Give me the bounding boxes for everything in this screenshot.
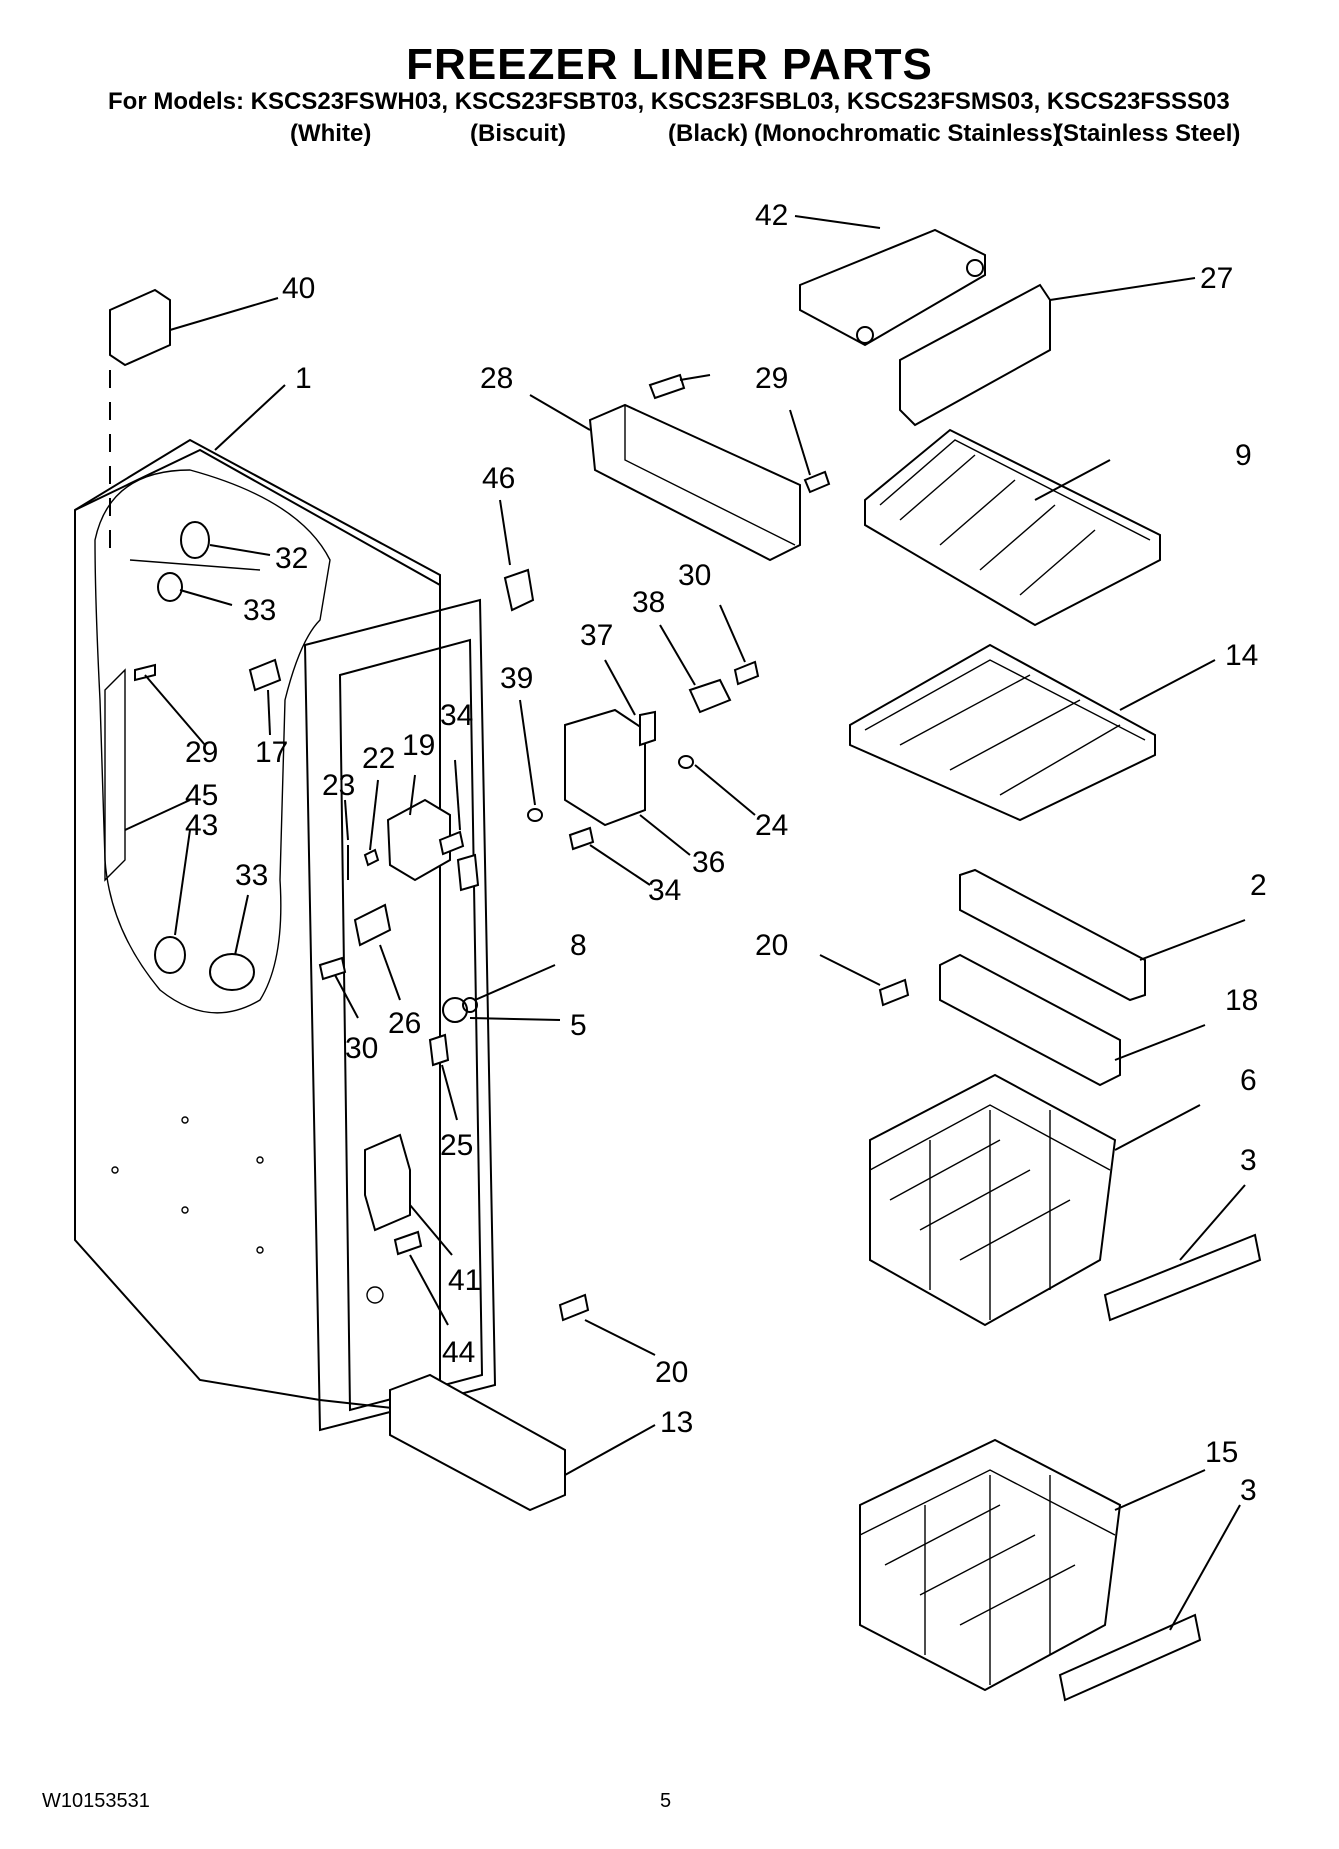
callout-13: 13 [660, 1406, 693, 1439]
callout-29-upper: 29 [755, 362, 788, 395]
callout-34-upper: 34 [440, 699, 473, 732]
callout-30-left: 30 [345, 1032, 378, 1065]
shelves-and-drawers [849, 428, 1262, 1702]
callout-18: 18 [1225, 984, 1258, 1017]
callout-34-lower: 34 [648, 874, 681, 907]
color-name-white: (White) [290, 120, 372, 147]
models-line: For Models: KSCS23FSWH03, KSCS23FSBT03, … [108, 88, 1230, 115]
freezer-liner-cabinet [74, 438, 497, 1432]
callout-3-lower: 3 [1240, 1474, 1257, 1507]
color-name-monochromatic-stainless: (Monochromatic Stainless) [754, 120, 1061, 147]
callout-3-upper: 3 [1240, 1144, 1257, 1177]
callout-6: 6 [1240, 1064, 1257, 1097]
callout-1: 1 [295, 362, 312, 395]
callout-2: 2 [1250, 869, 1267, 902]
callout-44: 44 [442, 1336, 475, 1369]
callout-29-left: 29 [185, 736, 218, 769]
callout-labels: 42 40 27 1 28 29 9 46 32 33 30 38 37 14 … [185, 199, 1267, 1507]
callout-26: 26 [388, 1007, 421, 1040]
callout-36: 36 [692, 846, 725, 879]
callout-39: 39 [500, 662, 533, 695]
callout-45: 45 [185, 779, 218, 812]
callout-8: 8 [570, 929, 587, 962]
callout-22: 22 [362, 742, 395, 775]
callout-43: 43 [185, 809, 218, 842]
callout-28: 28 [480, 362, 513, 395]
callout-41: 41 [448, 1264, 481, 1297]
color-name-biscuit: (Biscuit) [470, 120, 566, 147]
callout-14: 14 [1225, 639, 1258, 672]
callout-42: 42 [755, 199, 788, 232]
callout-9: 9 [1235, 439, 1252, 472]
callout-17: 17 [255, 736, 288, 769]
callout-33-upper: 33 [243, 594, 276, 627]
page-number: 5 [660, 1790, 672, 1812]
color-name-black: (Black) [668, 120, 749, 147]
callout-46: 46 [482, 462, 515, 495]
callout-24: 24 [755, 809, 788, 842]
callout-38: 38 [632, 586, 665, 619]
callout-25: 25 [440, 1129, 473, 1162]
callout-40: 40 [282, 272, 315, 305]
small-parts [109, 228, 1051, 1512]
color-name-stainless-steel: (Stainless Steel) [1055, 120, 1241, 147]
callout-20-middle: 20 [655, 1356, 688, 1389]
page-title: FREEZER LINER PARTS [406, 40, 933, 89]
callout-33-lower: 33 [235, 859, 268, 892]
leader-lines [124, 215, 1246, 1631]
callout-37: 37 [580, 619, 613, 652]
callout-5: 5 [570, 1009, 587, 1042]
color-names-row: (White) (Biscuit) (Black) (Monochromatic… [0, 120, 1339, 150]
callout-15: 15 [1205, 1436, 1238, 1469]
callout-20-right: 20 [755, 929, 788, 962]
callout-30-right: 30 [678, 559, 711, 592]
callout-32: 32 [275, 542, 308, 575]
callout-19: 19 [402, 729, 435, 762]
document-code: W10153531 [42, 1790, 150, 1812]
callout-23: 23 [322, 769, 355, 802]
callout-27: 27 [1200, 262, 1233, 295]
